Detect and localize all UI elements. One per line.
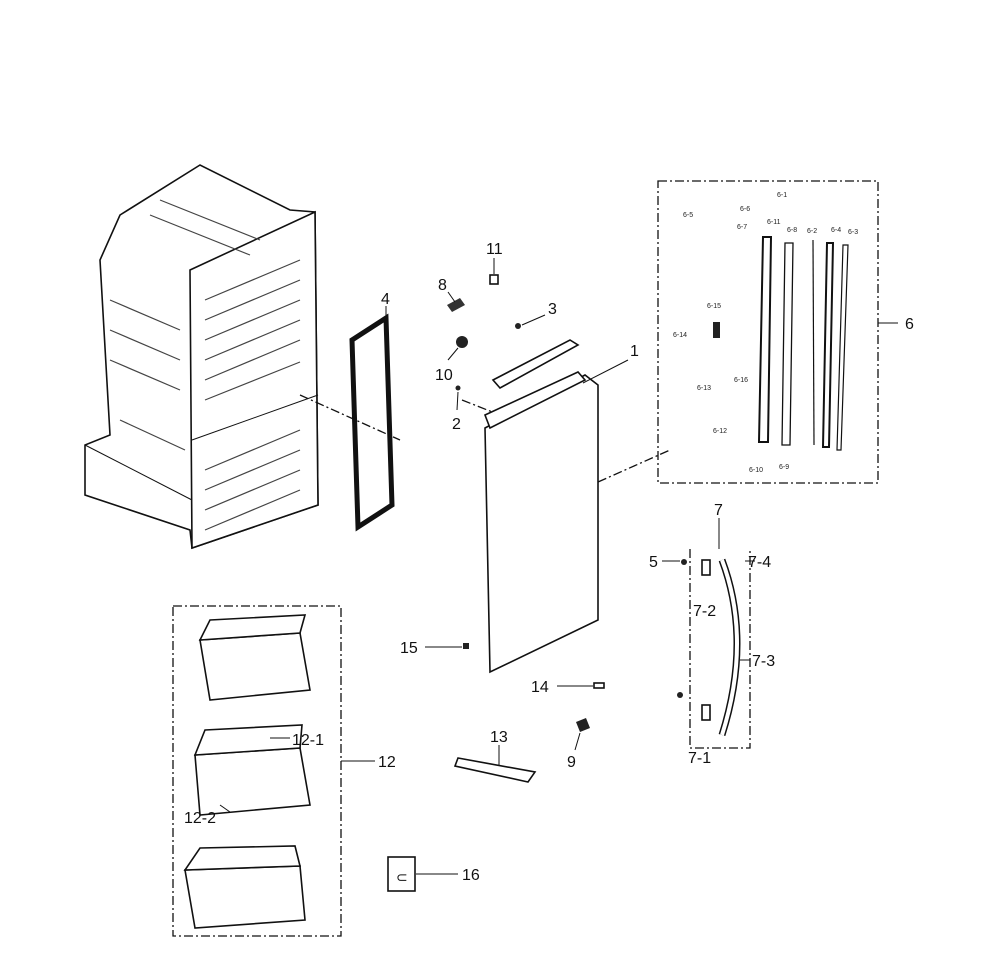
label-4: 4 <box>381 291 390 308</box>
handle-bracket-top <box>701 559 711 576</box>
label-6-12: 6-12 <box>713 428 727 435</box>
label-6: 6 <box>905 316 914 333</box>
label-1: 1 <box>630 343 639 360</box>
label-7-4: 7-4 <box>748 554 771 571</box>
label-7-3: 7-3 <box>752 653 775 670</box>
leader-lines <box>219 258 898 875</box>
label-10: 10 <box>435 367 453 384</box>
part-9 <box>576 718 590 732</box>
label-6-13: 6-13 <box>697 385 711 392</box>
label-14: 14 <box>531 679 549 696</box>
label-6-7: 6-7 <box>737 224 747 231</box>
label-7: 7 <box>714 502 723 519</box>
callout-box-6 <box>657 180 879 484</box>
label-2: 2 <box>452 416 461 433</box>
label-7-2: 7-2 <box>693 603 716 620</box>
label-6-10: 6-10 <box>749 467 763 474</box>
label-6-2: 6-2 <box>807 228 817 235</box>
label-7-1: 7-1 <box>688 750 711 767</box>
part-6-15 <box>713 322 720 338</box>
label-8: 8 <box>438 277 447 294</box>
label-6-11: 6-11 <box>767 219 781 226</box>
part-10 <box>456 336 468 348</box>
door-bins <box>183 614 311 929</box>
part-14 <box>593 682 605 689</box>
label-6-9: 6-9 <box>779 464 789 471</box>
door-gasket <box>349 313 395 532</box>
label-6-1: 6-1 <box>777 192 787 199</box>
handle-bracket-bottom <box>701 704 711 721</box>
callout-box-7 <box>689 549 751 749</box>
part-11 <box>489 274 499 285</box>
label-15: 15 <box>400 640 418 657</box>
label-11: 11 <box>486 241 503 258</box>
part-8 <box>447 298 465 312</box>
part-2 <box>455 385 461 391</box>
part-13 <box>453 757 537 783</box>
door-trim-strips <box>757 236 849 451</box>
label-6-16: 6-16 <box>734 377 748 384</box>
label-6-3: 6-3 <box>848 229 858 236</box>
label-13: 13 <box>490 729 508 746</box>
part-16-manual: ⊂ <box>387 856 416 892</box>
callout-box-12 <box>172 605 342 937</box>
label-3: 3 <box>548 301 557 318</box>
label-6-6: 6-6 <box>740 206 750 213</box>
svg-text:⊂: ⊂ <box>396 869 408 885</box>
refrigerator-door <box>483 371 599 674</box>
label-6-4: 6-4 <box>831 227 841 234</box>
part-15 <box>463 643 469 649</box>
label-12: 12 <box>378 754 396 771</box>
label-6-8: 6-8 <box>787 227 797 234</box>
refrigerator-cabinet <box>84 164 319 550</box>
label-12-2: 12-2 <box>184 810 216 827</box>
label-6-14: 6-14 <box>673 332 687 339</box>
label-16: 16 <box>462 867 480 884</box>
part-number-labels: 11 8 4 3 10 1 2 6 7 5 7-4 7-2 7-3 15 14 … <box>184 192 914 884</box>
label-12-1: 12-1 <box>292 732 324 749</box>
label-6-15: 6-15 <box>707 303 721 310</box>
part-3 <box>515 323 521 329</box>
label-5: 5 <box>649 554 658 571</box>
label-9: 9 <box>567 754 576 771</box>
door-hinge-cover <box>491 339 580 390</box>
label-6-5: 6-5 <box>683 212 693 219</box>
